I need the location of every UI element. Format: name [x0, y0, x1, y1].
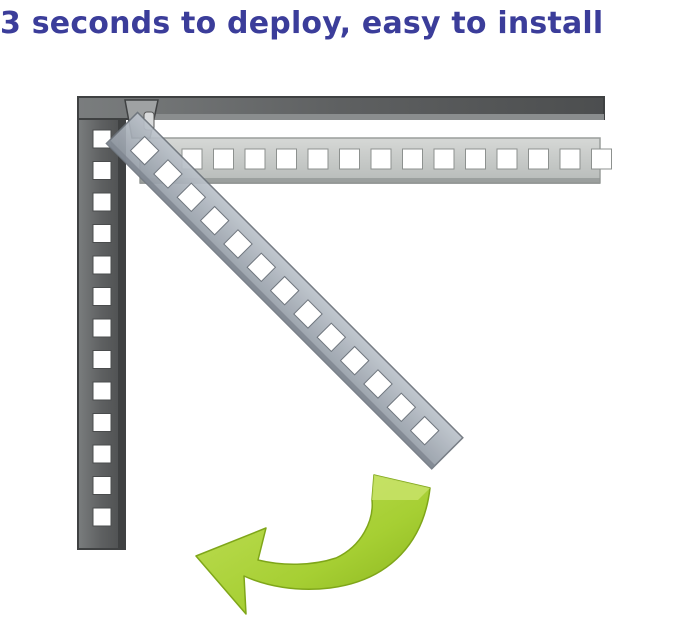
rail-hole: [316, 322, 347, 353]
headline: 3 seconds to deploy, easy to install: [0, 6, 604, 41]
rail-hole: [591, 148, 612, 170]
rail-hole: [293, 299, 323, 329]
rail-hole: [199, 205, 230, 236]
rail-hole: [339, 345, 370, 376]
rail-hole: [92, 507, 112, 527]
rail-hole: [92, 287, 112, 306]
rail-hole: [409, 415, 440, 446]
rail-hole: [559, 148, 581, 170]
rail-hole: [92, 161, 112, 180]
rail-hole: [244, 148, 266, 170]
rail-hole: [213, 148, 234, 170]
rail-hole: [433, 148, 455, 170]
rail-hole: [307, 148, 329, 170]
rail-hole: [246, 252, 277, 283]
rail-hole: [276, 148, 297, 170]
rail-hole: [386, 392, 417, 423]
rail-hole: [92, 413, 112, 432]
rail-hole: [129, 135, 160, 166]
rail-hole: [92, 192, 112, 212]
top-horizontal-rail: [77, 96, 605, 120]
rail-hole: [92, 381, 112, 401]
rail-hole: [269, 275, 300, 306]
rail-hole: [402, 148, 423, 170]
rail-hole: [176, 182, 207, 213]
rail-hole: [92, 318, 112, 338]
rail-hole: [465, 148, 486, 170]
rail-hole: [92, 224, 112, 243]
horizontal-folded-rail: [139, 137, 612, 184]
rail-hole: [92, 255, 112, 275]
rail-hole: [153, 159, 183, 189]
rail-hole: [496, 148, 518, 170]
rail-hole: [370, 148, 392, 170]
rail-hole: [339, 148, 360, 170]
rail-hole: [223, 229, 253, 259]
rail-hole: [92, 476, 112, 495]
swinging-rail: [105, 111, 464, 470]
rail-hole: [92, 444, 112, 464]
curved-rotate-arrow-icon: [195, 474, 431, 615]
vertical-mounting-rail: [77, 96, 126, 550]
rail-hole: [92, 350, 112, 369]
rail-hole: [528, 148, 549, 170]
rail-hole: [363, 369, 393, 399]
